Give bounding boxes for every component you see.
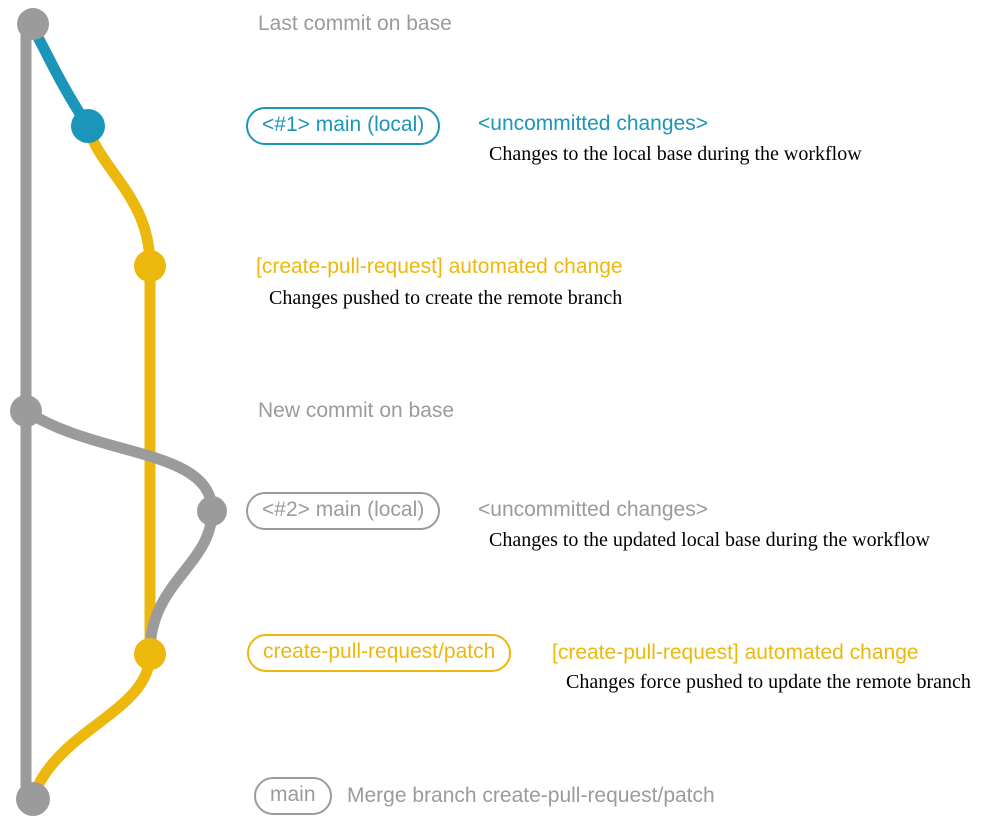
caption-updated-local-base-changes: Changes to the updated local base during…	[489, 529, 930, 551]
commit-automated-change-2	[134, 638, 166, 670]
caption-force-push-update-branch: Changes force pushed to update the remot…	[566, 671, 971, 693]
commit-last-on-base	[17, 8, 49, 40]
last-commit-on-base-label: Last commit on base	[258, 12, 452, 35]
commit-uncommitted-1	[71, 109, 105, 143]
commit-merge	[16, 782, 50, 816]
branch-badge-main: main	[254, 777, 332, 815]
uncommitted-changes-label-1: <uncommitted changes>	[478, 112, 708, 135]
commit-uncommitted-2	[197, 496, 227, 526]
merge-edge	[27, 648, 156, 803]
branch-badge-main-local-2: <#2> main (local)	[246, 492, 441, 530]
branch-badge-create-pull-request-patch: create-pull-request/patch	[247, 634, 512, 672]
automated-change-label-1: [create-pull-request] automated change	[256, 255, 623, 278]
new-commit-on-base-label: New commit on base	[258, 399, 455, 422]
caption-local-base-changes: Changes to the local base during the wor…	[489, 143, 862, 165]
patch-branch-edge	[82, 122, 156, 272]
branch-badge-main-local-1: <#1> main (local)	[246, 107, 441, 145]
caption-push-create-branch: Changes pushed to create the remote bran…	[269, 287, 623, 309]
uncommitted-changes-label-2: <uncommitted changes>	[478, 498, 708, 521]
commit-new-on-base	[10, 395, 42, 427]
rebase-edge-2	[144, 505, 218, 658]
rebase-edge-1	[20, 405, 218, 517]
commit-automated-change-1	[134, 250, 166, 282]
automated-change-label-2: [create-pull-request] automated change	[552, 641, 919, 664]
merge-branch-label: Merge branch create-pull-request/patch	[347, 784, 715, 807]
